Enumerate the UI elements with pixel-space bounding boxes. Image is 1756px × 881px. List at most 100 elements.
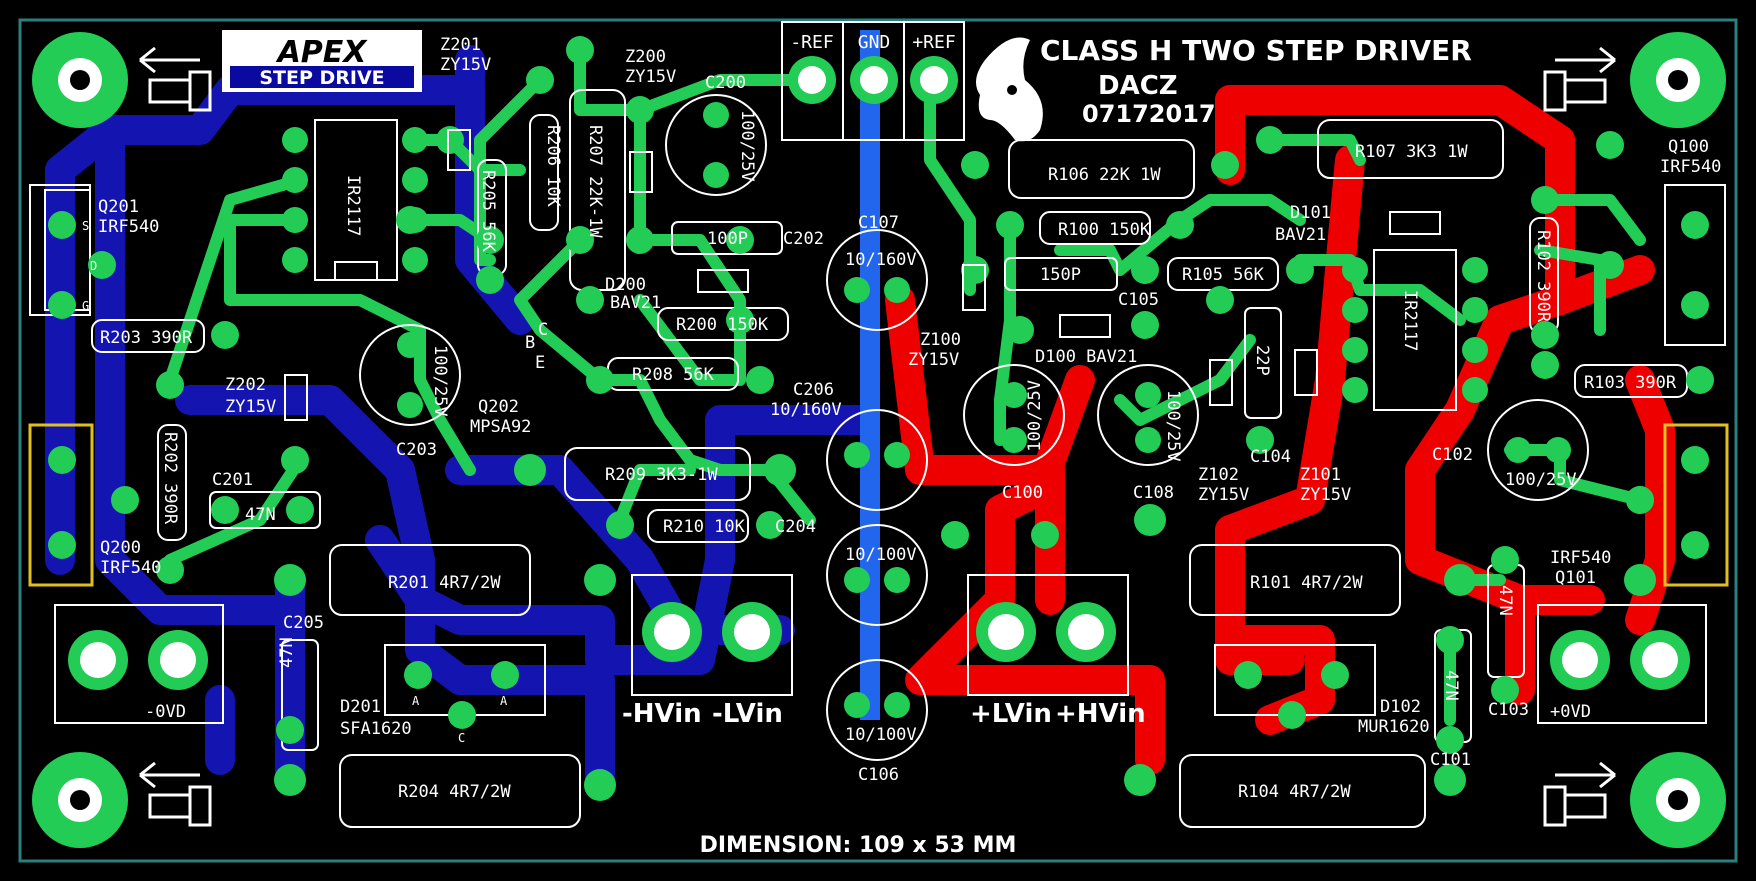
label-c205: C205 [283, 613, 324, 633]
label-c100: C100 [1002, 483, 1043, 503]
label-z200-val: ZY15V [625, 67, 676, 87]
label-mosfet-pin-d: D [90, 259, 97, 273]
label-z102: Z102 [1198, 465, 1239, 485]
title-block: CLASS H TWO STEP DRIVER DACZ 07172017 [976, 34, 1472, 142]
label-hvin-neg: -HVin [622, 699, 702, 729]
board-author: DACZ [1098, 71, 1178, 101]
label-c204: C204 [775, 517, 816, 537]
label-z201: Z201 [440, 35, 481, 55]
apex-logo: APEX STEP DRIVE [222, 30, 422, 92]
label-c107: C107 [858, 213, 899, 233]
label-c105: C105 [1118, 290, 1159, 310]
logo-line2: STEP DRIVE [259, 67, 384, 89]
label-c203-val: 100/25V [430, 345, 450, 417]
terminal-screws [68, 602, 1690, 690]
label-c108-val: 100/25V [1163, 390, 1183, 462]
mosfet-q201 [29, 184, 116, 319]
label-c108: C108 [1133, 483, 1174, 503]
label-q201-val: IRF540 [98, 217, 159, 237]
label-c206-val: 10/160V [770, 400, 842, 420]
label-r208: R208 56K [632, 365, 715, 385]
label-c100-val: 100/25V [1025, 380, 1045, 452]
label-q200: Q200 [100, 538, 141, 558]
label-z202: Z202 [225, 375, 266, 395]
label-ir2117-left: IR2117 [343, 175, 363, 236]
label-z100: Z100 [920, 330, 961, 350]
label-mosfet-pin-s: S [82, 219, 89, 233]
mosfet-q200 [28, 423, 139, 587]
label-r105: R105 56K [1182, 265, 1265, 285]
label-r209: R209 3K3-1W [605, 465, 718, 485]
label-d200-val: BAV21 [610, 293, 661, 313]
label-d100: D100 BAV21 [1035, 347, 1137, 367]
logo-line1: APEX [276, 35, 369, 70]
electrolytic-capacitors [359, 94, 1589, 761]
label-z101: Z101 [1300, 465, 1341, 485]
label-r104: R104 4R7/2W [1238, 782, 1351, 802]
label-c101-val: 47N [1441, 670, 1461, 701]
dimension-label: DIMENSION: 109 x 53 MM [700, 833, 1017, 858]
cap-pads [397, 102, 1571, 718]
label-r203: R203 390R [100, 328, 193, 348]
label-z101-val: ZY15V [1300, 485, 1351, 505]
label-q101-val: IRF540 [1550, 548, 1611, 568]
label-c107-val: 10/160V [845, 250, 917, 270]
ic-ir2117-right [1342, 249, 1488, 411]
label-q202-e: E [535, 353, 545, 373]
label-d201-pin-a2: A [500, 694, 508, 708]
label-d201-val: SFA1620 [340, 719, 412, 739]
silkscreen-labels: Z201 ZY15V Z200 ZY15V C200 R206 10K R205… [82, 35, 1721, 802]
label-ovd-neg: -0VD [145, 702, 186, 722]
label-r103: R103 390R [1584, 373, 1677, 393]
label-r106: R106 22K 1W [1048, 165, 1161, 185]
label-c201: C201 [212, 470, 253, 490]
label-q202-c: C [538, 320, 548, 340]
ref-connector: -REF GND +REF [781, 21, 965, 141]
bull-head-icon [976, 37, 1043, 142]
mosfet-q100 [1596, 184, 1726, 346]
screw-icon [139, 46, 1616, 827]
label-c201-val: 47N [245, 505, 276, 525]
label-c106-val: 10/100V [845, 725, 917, 745]
label-cmid-val: 10/100V [845, 545, 917, 565]
label-d201-pin-c: C [458, 731, 465, 745]
label-r102: R102 390R [1533, 230, 1553, 323]
label-r201: R201 4R7/2W [388, 573, 501, 593]
label-q202-b: B [525, 333, 535, 353]
label-hvin-pos: +HVin [1055, 699, 1146, 729]
label-q201: Q201 [98, 197, 139, 217]
label-d201-pin-a1: A [412, 694, 420, 708]
label-d200: D200 [605, 275, 646, 295]
label-c205-val: 47N [277, 637, 297, 668]
label-mosfet-pin-g: G [82, 299, 89, 313]
label-q202: Q202 [478, 397, 519, 417]
label-c106: C106 [858, 765, 899, 785]
label-r206: R206 10K [543, 125, 563, 208]
label-d101: D101 [1290, 203, 1331, 223]
label-r207: R207 22K-1W [585, 125, 605, 238]
label-lvin-neg: -LVin [712, 699, 783, 729]
label-d101-val: BAV21 [1275, 225, 1326, 245]
label-ovd-pos: +0VD [1550, 702, 1591, 722]
label-q101: Q101 [1555, 568, 1596, 588]
label-r202: R202 390R [160, 432, 180, 525]
label-c150p: 150P [1040, 265, 1081, 285]
label-q200-val: IRF540 [100, 558, 161, 578]
label-c102: C102 [1432, 445, 1473, 465]
label-c202: C202 [783, 229, 824, 249]
label-c102-val: 100/25V [1505, 470, 1577, 490]
ref-pin-gnd: GND [858, 32, 891, 53]
label-c104: C104 [1250, 447, 1291, 467]
ref-pin-pos: +REF [912, 32, 955, 53]
label-q100-val: IRF540 [1660, 157, 1721, 177]
small-diode-icons [284, 129, 1441, 421]
ref-pin-neg: -REF [790, 32, 833, 53]
label-q100: Q100 [1668, 137, 1709, 157]
label-r205: R205 56K [478, 170, 498, 253]
label-z100-val: ZY15V [908, 350, 959, 370]
board-date: 07172017 [1082, 100, 1216, 128]
label-c206: C206 [793, 380, 834, 400]
label-c101: C101 [1430, 750, 1471, 770]
label-c22p: 22P [1252, 345, 1272, 376]
label-z202-val: ZY15V [225, 397, 276, 417]
